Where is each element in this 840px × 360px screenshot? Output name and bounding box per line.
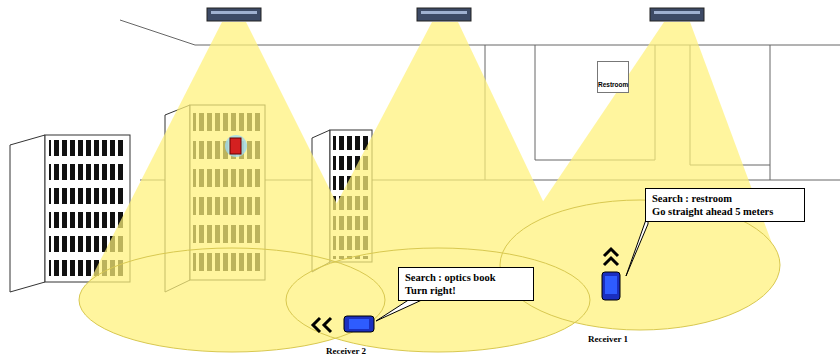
callout-tail xyxy=(376,299,424,321)
search-query: Search : restroom xyxy=(652,192,798,205)
led-lamp xyxy=(207,8,704,21)
callout-box: Search : restroomGo straight ahead 5 met… xyxy=(645,188,805,222)
direction-text: Turn right! xyxy=(405,284,527,297)
receiver-phone xyxy=(344,316,374,332)
light-cone xyxy=(79,22,780,352)
light-footprint xyxy=(79,200,780,352)
search-query: Search : optics book xyxy=(405,271,527,284)
callout-box: Search : optics bookTurn right! xyxy=(398,267,534,301)
callout-tail xyxy=(626,214,648,276)
highlight-ring xyxy=(225,135,247,157)
receiver-label: Receiver 1 xyxy=(588,334,628,344)
direction-arrow xyxy=(313,318,331,332)
receiver-label: Receiver 2 xyxy=(326,346,366,356)
target-book xyxy=(230,138,241,154)
restroom-sign: Restroom xyxy=(597,61,629,93)
sign-text: Restroom xyxy=(598,81,628,88)
direction-text: Go straight ahead 5 meters xyxy=(652,205,798,218)
direction-arrow xyxy=(604,249,618,265)
receiver-phone xyxy=(602,272,620,300)
